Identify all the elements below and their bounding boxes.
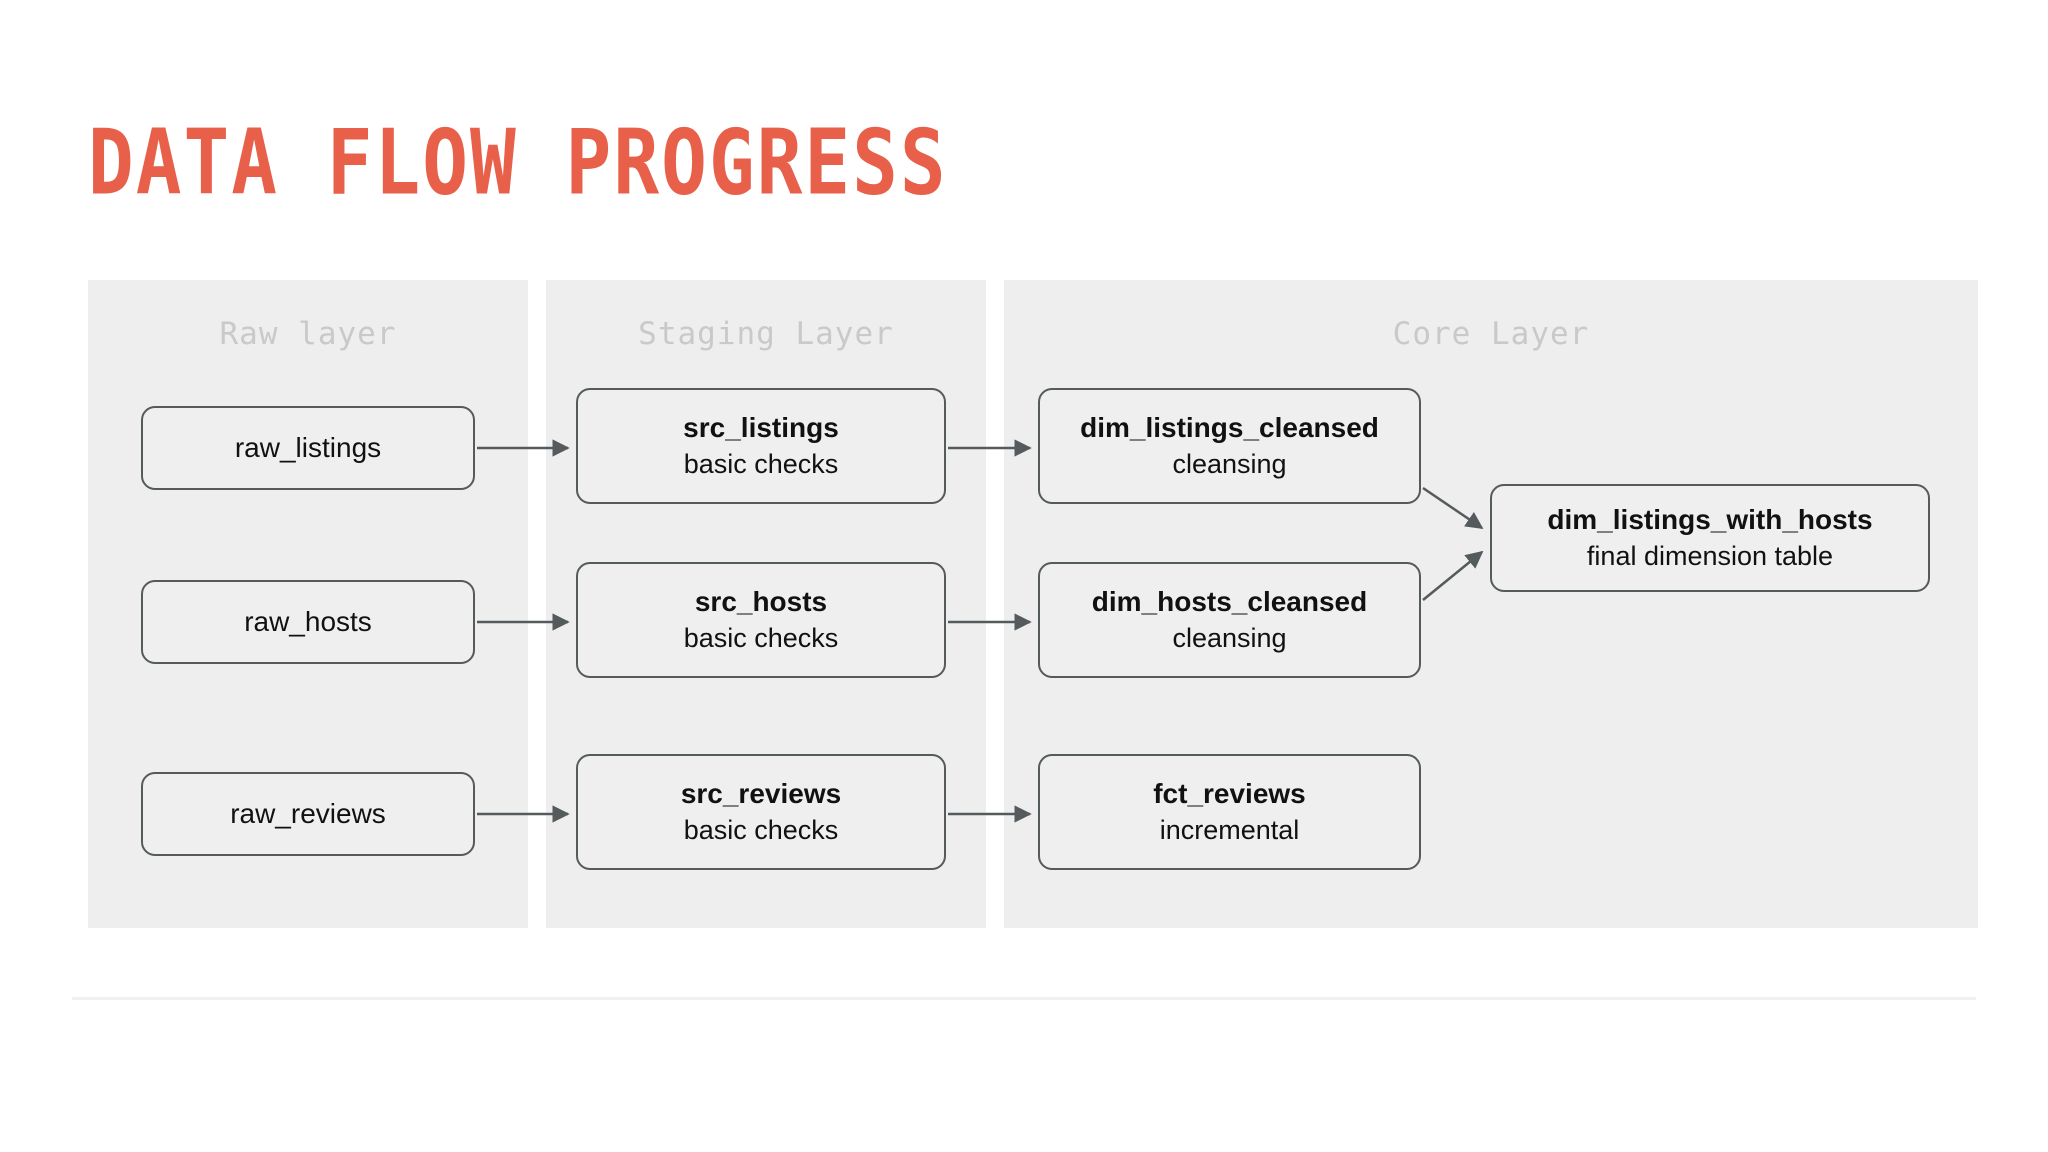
node-subtitle: cleansing — [1172, 623, 1287, 653]
node-dim-hosts-cleansed[interactable]: dim_hosts_cleansed cleansing — [1038, 562, 1421, 678]
node-raw-listings[interactable]: raw_listings — [141, 406, 475, 490]
node-title: fct_reviews — [1153, 778, 1306, 809]
node-subtitle: basic checks — [683, 815, 839, 845]
node-raw-reviews[interactable]: raw_reviews — [141, 772, 475, 856]
node-title: src_listings — [683, 412, 839, 443]
node-title: dim_listings_cleansed — [1080, 412, 1379, 443]
layer-title-staging: Staging Layer — [638, 316, 894, 352]
footer-divider — [72, 997, 1976, 1000]
node-title: src_reviews — [680, 778, 842, 809]
node-src-reviews[interactable]: src_reviews basic checks — [576, 754, 946, 870]
node-src-hosts[interactable]: src_hosts basic checks — [576, 562, 946, 678]
node-title: dim_hosts_cleansed — [1091, 586, 1368, 617]
layer-title-raw: Raw layer — [219, 316, 397, 352]
node-fct-reviews[interactable]: fct_reviews incremental — [1038, 754, 1421, 870]
node-title: dim_listings_with_hosts — [1547, 504, 1873, 535]
node-dim-listings-with-hosts[interactable]: dim_listings_with_hosts final dimension … — [1490, 484, 1930, 592]
node-raw-hosts[interactable]: raw_hosts — [141, 580, 475, 664]
page-title: DATA FLOW PROGRESS — [88, 109, 948, 215]
node-title: raw_listings — [234, 432, 382, 463]
node-subtitle: final dimension table — [1586, 541, 1834, 571]
node-title: raw_hosts — [244, 606, 372, 637]
node-subtitle: basic checks — [683, 623, 839, 653]
node-title: src_hosts — [694, 586, 828, 617]
node-title: raw_reviews — [230, 798, 386, 829]
node-src-listings[interactable]: src_listings basic checks — [576, 388, 946, 504]
node-subtitle: cleansing — [1172, 449, 1287, 479]
layer-title-core: Core Layer — [1392, 316, 1590, 352]
node-subtitle: basic checks — [683, 449, 839, 479]
node-subtitle: incremental — [1159, 815, 1300, 845]
node-dim-listings-cleansed[interactable]: dim_listings_cleansed cleansing — [1038, 388, 1421, 504]
